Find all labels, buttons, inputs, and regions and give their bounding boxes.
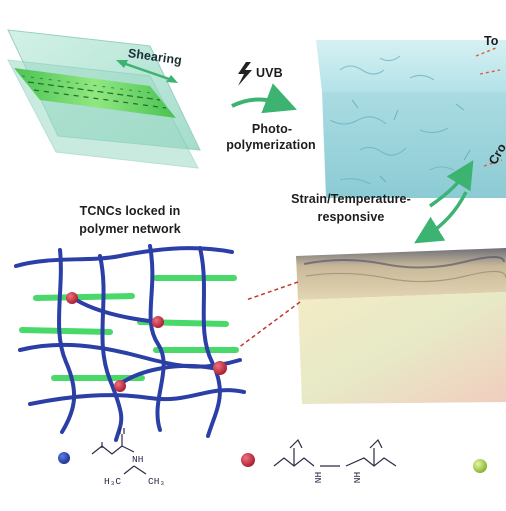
monomer-ch3: CH₃: [148, 476, 166, 487]
green-nanocrystal-ball: [473, 459, 487, 473]
polymerization-label: polymerization: [226, 138, 316, 152]
tcncs-locked-label-line1: TCNCs locked in: [79, 204, 181, 218]
crosslinker-legend: [241, 438, 397, 467]
polymer-chains: [14, 244, 246, 442]
crosslink-nodes: [66, 292, 227, 392]
lightning-icon: [238, 62, 252, 86]
double-arrow-cycle-icon: [414, 160, 474, 244]
crosslinker-nh-left: NH: [313, 471, 325, 484]
curved-arrow-icon: [231, 83, 297, 114]
hydrogel-block: [316, 40, 506, 198]
composite-film: [296, 248, 506, 404]
monomer-structure: [91, 428, 147, 475]
aligned-nanocrystal-band: [14, 68, 176, 118]
uvb-label: UVB: [256, 66, 283, 80]
polymer-network: [14, 244, 246, 442]
responsive-label-line2: responsive: [317, 210, 385, 224]
edge-label-top: To: [484, 34, 499, 48]
shearing-double-arrow: [116, 60, 178, 83]
monomer-h3c: H₃C: [104, 476, 122, 487]
red-crosslinker-ball: [241, 453, 255, 467]
photo-label: Photo-: [251, 122, 293, 136]
crosslinker-nh-right: NH: [352, 471, 364, 484]
shearing-glass-plates: [7, 29, 201, 169]
tcncs-locked-label-line2: polymer network: [79, 222, 181, 236]
monomer-legend: [58, 428, 147, 475]
blue-monomer-ball: [58, 452, 70, 464]
crosslinker-structure: [273, 438, 397, 467]
monomer-nh: NH: [132, 454, 144, 465]
zoom-dashed-lines: [237, 281, 301, 349]
responsive-label-line1: Strain/Temperature-: [291, 192, 411, 206]
